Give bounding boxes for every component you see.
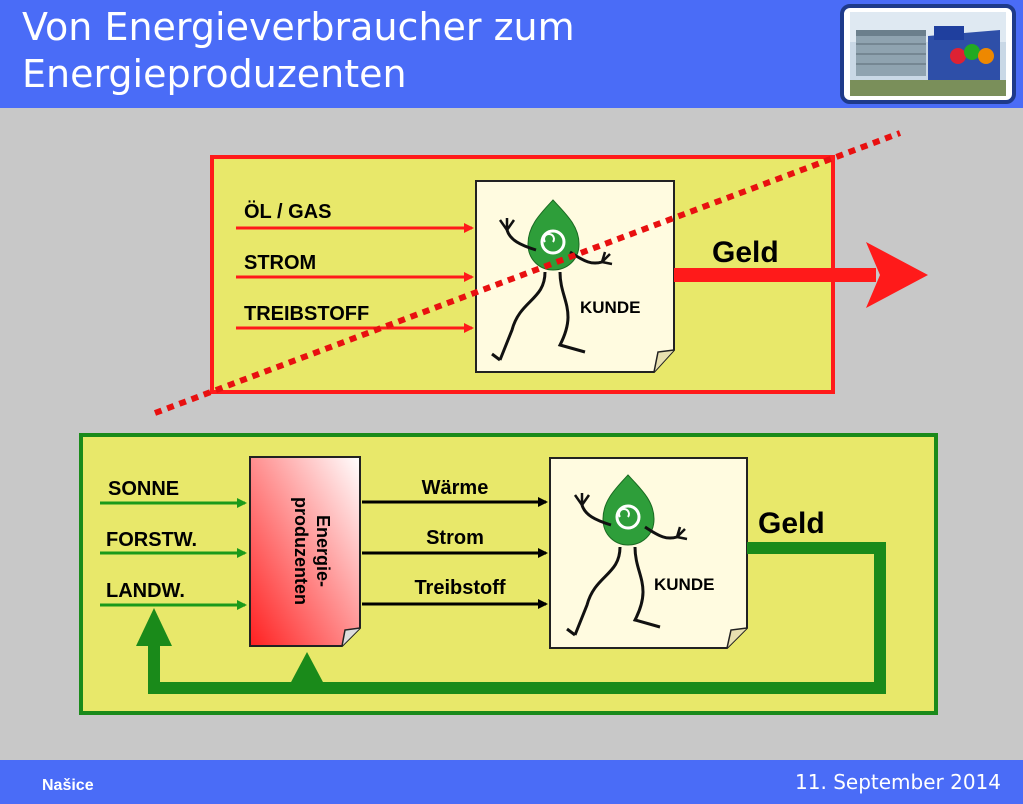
output-label-fuel: Treibstoff [414, 577, 505, 599]
bottom-panel [79, 433, 938, 715]
title-line-1: Von Energieverbraucher zum [22, 5, 575, 49]
input-label-electricity: STROM [244, 252, 316, 274]
title-line-2: Energieproduzenten [22, 52, 407, 96]
producer-box: Energie- produzenten [249, 456, 361, 647]
source-label-sun: SONNE [108, 478, 179, 500]
customer-card-top: KUNDE [475, 180, 675, 373]
input-label-oil-gas: ÖL / GAS [244, 200, 331, 223]
customer-card-bottom: KUNDE [549, 457, 748, 649]
money-label-bottom: Geld [758, 507, 825, 540]
output-label-electricity: Strom [426, 527, 484, 549]
customer-label-top: KUNDE [580, 298, 640, 317]
producer-label-line1: Energie- [313, 515, 333, 587]
footer-date: 11. September 2014 [795, 770, 1001, 794]
footer-location: Našice [42, 777, 94, 794]
money-arrow-top [674, 242, 928, 308]
output-label-heat: Wärme [422, 477, 489, 499]
mascot-figure [566, 474, 688, 637]
money-return-loop [136, 542, 886, 694]
source-label-forestry: FORSTW. [106, 529, 197, 551]
source-label-agriculture: LANDW. [106, 580, 185, 602]
money-label-top: Geld [712, 236, 779, 269]
input-label-fuel: TREIBSTOFF [244, 303, 369, 325]
footer-bar [0, 760, 1023, 804]
crossed-out-line [153, 130, 902, 416]
customer-label-bottom: KUNDE [654, 575, 714, 594]
logo-image [840, 4, 1016, 104]
producer-label-line2: produzenten [291, 497, 311, 605]
